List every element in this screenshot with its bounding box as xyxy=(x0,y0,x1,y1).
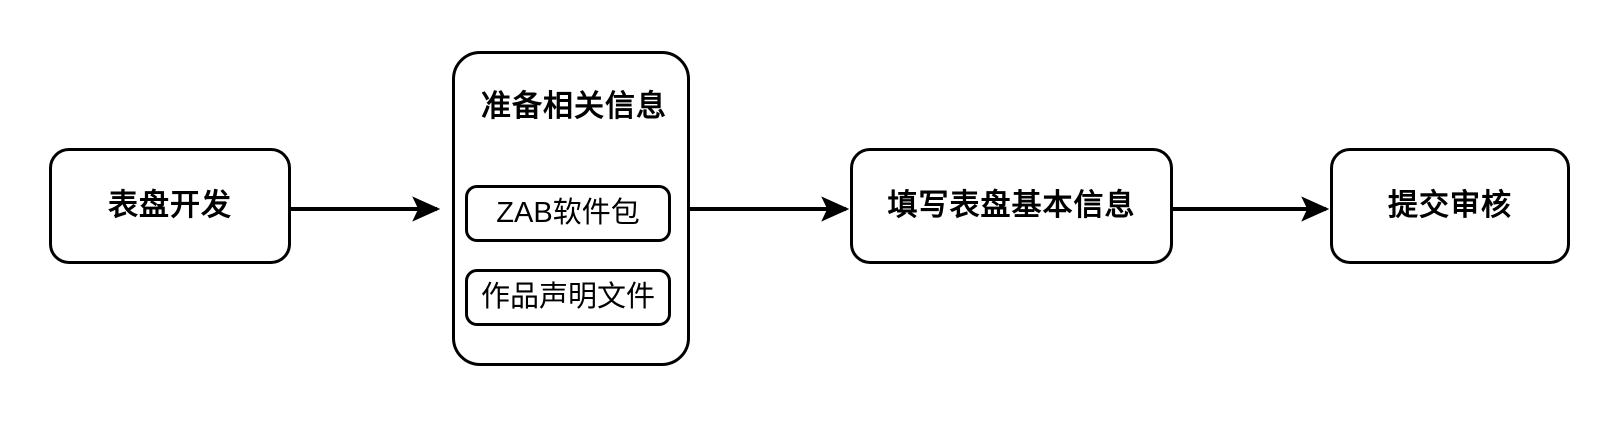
node-sub-statement-file[interactable]: 作品声明文件 xyxy=(465,269,671,326)
node-step-4[interactable]: 提交审核 xyxy=(1330,148,1570,264)
node-group-prepare[interactable]: 准备相关信息 ZAB软件包 作品声明文件 xyxy=(452,51,690,366)
node-sub-statement-file-label: 作品声明文件 xyxy=(480,281,655,313)
node-step-3[interactable]: 填写表盘基本信息 xyxy=(850,148,1173,264)
node-step-4-label: 提交审核 xyxy=(1388,189,1512,222)
node-group-prepare-title: 准备相关信息 xyxy=(481,90,667,123)
node-step-1[interactable]: 表盘开发 xyxy=(49,148,291,264)
node-step-1-label: 表盘开发 xyxy=(108,189,232,222)
node-sub-zab-package[interactable]: ZAB软件包 xyxy=(465,185,671,242)
node-sub-zab-package-label: ZAB软件包 xyxy=(496,197,640,229)
node-step-3-label: 填写表盘基本信息 xyxy=(887,189,1136,222)
